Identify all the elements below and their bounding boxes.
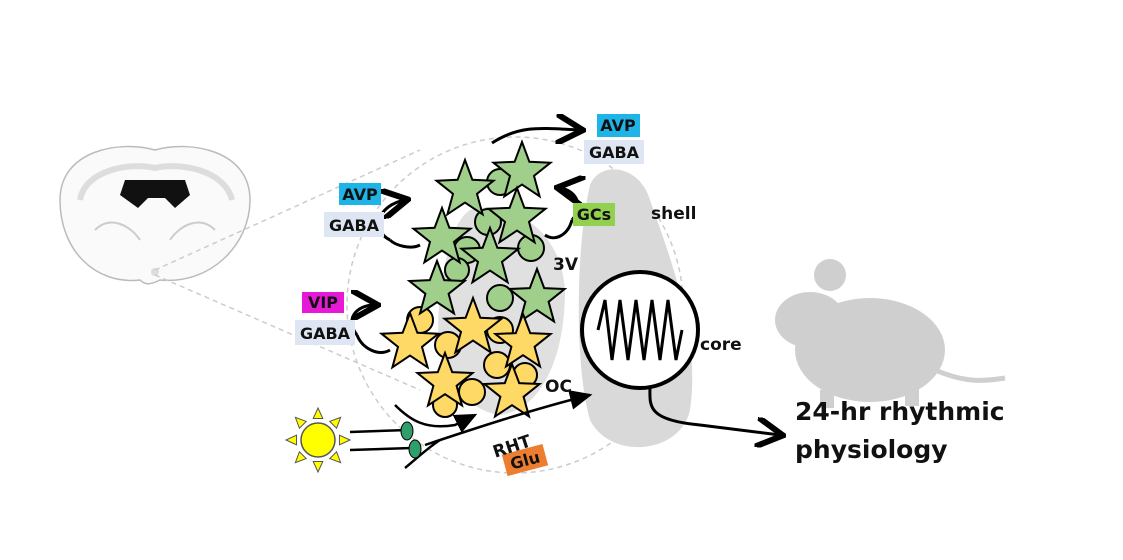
- green-avp-neuron-star: [433, 157, 497, 217]
- gaba-top-badge: [584, 140, 644, 164]
- yellow-cell-circle: [458, 378, 486, 406]
- sun-ray: [284, 434, 298, 446]
- gaba-left-badge: [324, 212, 384, 237]
- core-label: core: [700, 335, 742, 355]
- gcs-badge: [573, 203, 615, 226]
- retinal-ganglion-cell-icon: [400, 421, 414, 441]
- vip-label: VIP: [308, 293, 338, 312]
- sun-ray: [338, 434, 352, 446]
- oscillator-clock-icon: [580, 270, 700, 390]
- gaba-top-label: GABA: [589, 143, 640, 162]
- scn-cells: [378, 139, 568, 419]
- output-label-line1: 24-hr rhythmic: [795, 397, 1005, 426]
- sun-ray: [294, 416, 308, 430]
- output-label-line2: physiology: [795, 435, 948, 464]
- vip-badge: [302, 292, 344, 313]
- gaba-left-label: GABA: [329, 216, 380, 235]
- sun-icon: [284, 406, 352, 474]
- shell-label: shell: [651, 204, 696, 224]
- green-avp-neuron-star: [410, 205, 474, 265]
- brain-section-icon: [59, 145, 251, 285]
- avp-left-label: AVP: [342, 185, 378, 204]
- retina-pathway: [349, 390, 593, 469]
- sun-ray: [312, 406, 324, 420]
- yellow-vip-neuron-star: [378, 310, 442, 370]
- sun-ray: [328, 416, 342, 430]
- mouse-silhouette-icon: [775, 259, 1006, 408]
- green-avp-neuron-star: [406, 258, 468, 316]
- avp-top-badge: [597, 114, 640, 137]
- sun-ray: [328, 450, 342, 464]
- sun-ray: [294, 450, 308, 464]
- retinal-ganglion-cell-icon: [408, 439, 422, 459]
- avp-left-badge: [339, 183, 381, 205]
- sun-ray: [312, 460, 324, 474]
- green-avp-neuron-star: [458, 225, 522, 285]
- green-avp-neuron-star: [490, 139, 554, 199]
- green-avp-neuron-star: [506, 266, 568, 324]
- green-avp-neuron-star: [485, 185, 549, 245]
- yellow-vip-neuron-star: [481, 361, 543, 419]
- yellow-vip-neuron-star: [492, 311, 554, 369]
- gcs-label: GCs: [577, 205, 611, 224]
- avp-top-label: AVP: [600, 116, 636, 135]
- yellow-vip-neuron-star: [414, 350, 476, 408]
- gaba-vip-badge: [295, 320, 355, 345]
- zoom-lines: [154, 149, 421, 391]
- third-ventricle-label: 3V: [553, 255, 579, 275]
- green-cell-circle: [486, 284, 514, 312]
- optic-chiasm-label: OC: [545, 377, 572, 397]
- gaba-vip-label: GABA: [300, 324, 351, 343]
- glu-badge: [501, 443, 549, 477]
- yellow-vip-neuron-star: [441, 295, 505, 355]
